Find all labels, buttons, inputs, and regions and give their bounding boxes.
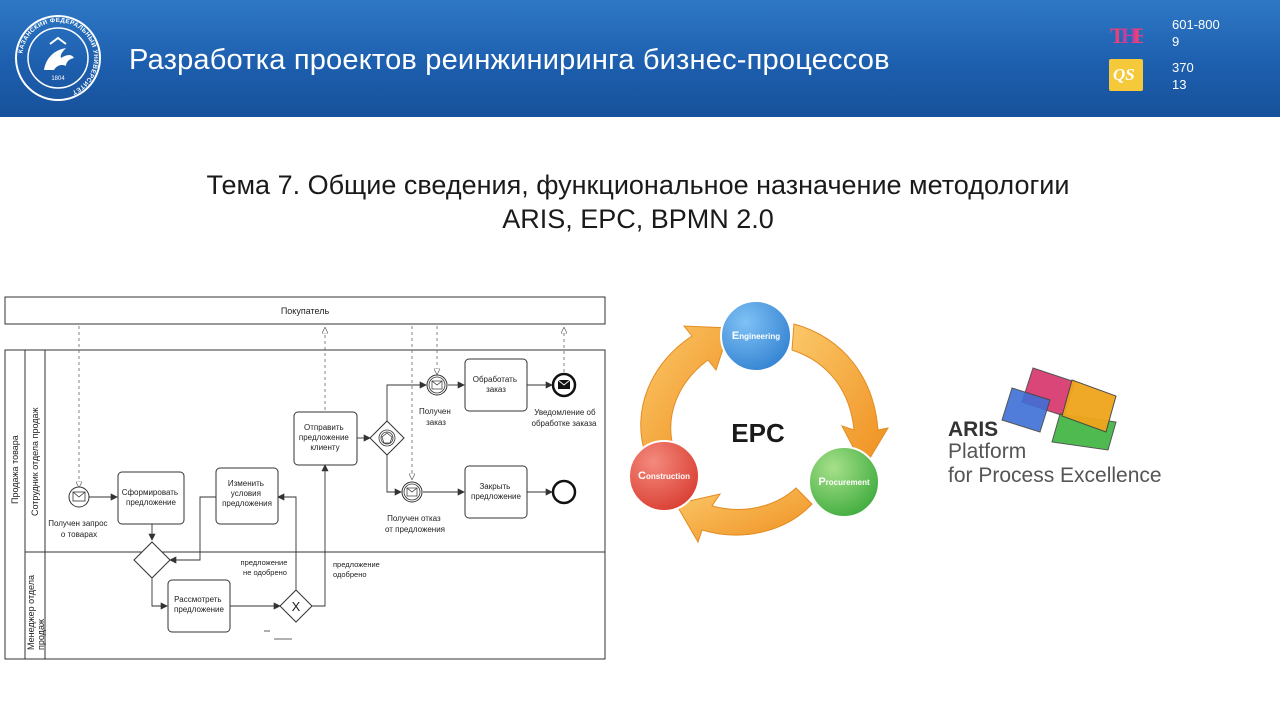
aris-squares-icon <box>1001 367 1117 451</box>
task-process-order <box>464 358 528 412</box>
aris-title: ARIS <box>948 418 998 441</box>
task-change-terms-label: Изменить условия предложения <box>222 479 272 508</box>
label-notify-done: Уведомление об обработке заказа <box>532 408 598 428</box>
task-close-offer-label: Закрыть предложение <box>471 482 522 501</box>
university-logo: КАЗАНСКИЙ ФЕДЕРАЛЬНЫЙ УНИВЕРСИТЕТ 1804 <box>15 15 101 101</box>
svg-text:H: H <box>1121 23 1138 48</box>
label-approved: предложение одобрено <box>333 560 382 579</box>
task-form-offer-label: Сформировать предложение <box>122 488 181 507</box>
svg-text:E: E <box>1133 23 1143 48</box>
aris-platform: Platform <box>948 440 1026 463</box>
task-form-offer <box>117 471 185 525</box>
aris-tagline: for Process Excellence <box>948 464 1162 487</box>
end-message-event <box>551 372 577 398</box>
task-close-offer <box>464 465 528 519</box>
qs-ranking-text: 370 13 <box>1172 59 1194 93</box>
task-review-offer-label: Рассмотреть предложение <box>174 595 225 614</box>
the-ranking-text: 601-800 9 <box>1172 16 1220 50</box>
lane-top-label: Сотрудник отдела продаж <box>30 407 40 516</box>
topic-line-1: Тема 7. Общие сведения, функциональное н… <box>206 170 1070 200</box>
arrow-procurement-to-construction <box>675 487 813 544</box>
epc-node-engineering: Engineering <box>720 300 792 372</box>
message-flows <box>79 326 564 487</box>
topic-heading: Тема 7. Общие сведения, функциональное н… <box>0 168 1276 236</box>
qs-ranking-line1: 370 <box>1172 60 1194 75</box>
qs-ranking-icon: QS <box>1109 59 1143 91</box>
the-ranking-icon: T H E <box>1110 23 1143 48</box>
sequence-flows <box>88 381 553 610</box>
svg-text:Procurement: Procurement <box>818 476 870 488</box>
pool-customer-label: Покупатель <box>281 306 330 316</box>
header-title: Разработка проектов реинжиниринга бизнес… <box>129 44 890 76</box>
task-send-offer <box>293 411 358 466</box>
the-ranking-line2: 9 <box>1172 34 1180 49</box>
epc-node-construction: Construction <box>628 440 700 512</box>
topic-line-2: ARIS, EPC, BPMN 2.0 <box>502 204 774 234</box>
label-request-received: Получен запрос о товарах <box>48 519 110 539</box>
arrow-engineering-to-procurement <box>791 323 890 470</box>
svg-text:T: T <box>1110 23 1125 48</box>
label-refusal-received: Получен отказ от предложения <box>385 514 445 534</box>
event-refusal-received <box>401 481 423 503</box>
event-order-received <box>426 374 448 396</box>
the-ranking-line1: 601-800 <box>1172 17 1220 32</box>
header-bar: КАЗАНСКИЙ ФЕДЕРАЛЬНЫЙ УНИВЕРСИТЕТ 1804 Р… <box>0 0 1280 117</box>
gateway-merge <box>133 541 171 579</box>
epc-center-label: EPC <box>731 418 785 448</box>
svg-text:Construction: Construction <box>638 470 690 482</box>
epc-cycle-diagram: EPC Engineering Procurement Construction <box>628 300 890 544</box>
task-change-terms <box>215 467 279 525</box>
pool-customer <box>4 296 606 325</box>
task-send-offer-label: Отправить предложение клиенту <box>299 423 351 452</box>
label-order-received: Получен заказ <box>419 407 453 427</box>
epc-node-procurement: Procurement <box>808 446 880 518</box>
end-event <box>551 479 577 505</box>
svg-text:Engineering: Engineering <box>732 330 780 342</box>
start-message-event <box>68 486 90 508</box>
aris-logo: ARIS Platform for Process Excellence <box>948 367 1162 487</box>
gateway-exclusive: X <box>279 589 313 623</box>
task-review-offer <box>167 579 231 633</box>
bpmn-diagram: Покупатель Продажа товара Сотрудник отде… <box>4 296 606 660</box>
lane-bottom-label: Менеджер отделапродаж <box>26 575 46 650</box>
task-process-order-label: Обработать заказ <box>473 375 519 394</box>
svg-text:QS: QS <box>1113 65 1135 84</box>
gateway-event-based <box>369 420 405 456</box>
svg-text:X: X <box>292 599 301 614</box>
svg-text:1804: 1804 <box>51 76 65 82</box>
arrow-construction-to-engineering <box>640 325 731 457</box>
qs-ranking-line2: 13 <box>1172 77 1187 92</box>
pool-sales-label: Продажа товара <box>10 435 20 504</box>
label-not-approved: предложение не одобрено <box>241 558 290 577</box>
